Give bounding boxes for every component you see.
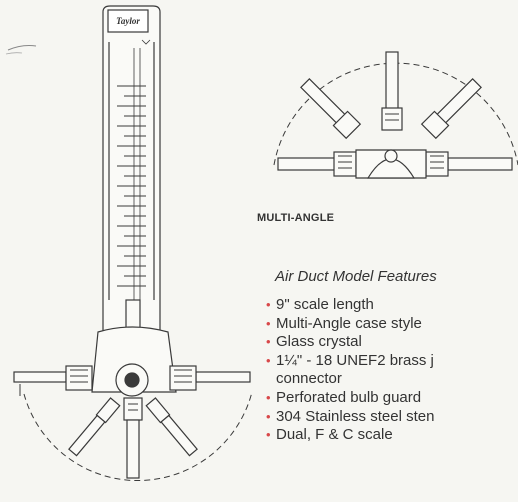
bullet-icon: • — [266, 427, 271, 443]
rotation-arc — [23, 391, 253, 482]
multi-angle-fitting-detail — [277, 51, 513, 179]
feature-item: • Glass crystal — [266, 333, 518, 352]
scale-ticks — [117, 85, 146, 287]
feature-item: • 9" scale length — [266, 296, 518, 315]
feature-text: Glass crystal — [276, 333, 362, 351]
bullet-icon: • — [266, 408, 271, 424]
feature-text: Multi-Angle case style — [276, 314, 422, 332]
bullet-icon: • — [266, 389, 271, 405]
feature-item: • Perforated bulb guard — [266, 389, 518, 408]
feature-text: Dual, F & C scale — [276, 426, 393, 444]
feature-text-continued: connector — [276, 370, 342, 388]
feature-text: 1¼" - 18 UNEF2 brass j — [276, 351, 434, 369]
bullet-icon: • — [266, 334, 271, 350]
feature-item: • 304 Stainless steel sten — [266, 408, 518, 427]
bullet-icon: • — [266, 352, 271, 368]
thermometer — [102, 5, 161, 333]
multi-angle-fitting — [13, 326, 251, 479]
feature-item: • Dual, F & C scale — [266, 426, 518, 445]
bullet-icon: • — [266, 297, 271, 312]
features-title: Air Duct Model Features — [275, 268, 437, 285]
feature-text: Perforated bulb guard — [276, 388, 422, 406]
taylor-logo: Taylor — [116, 16, 140, 26]
multi-angle-caption: MULTI-ANGLE — [257, 212, 335, 224]
feature-text: 9" scale length — [276, 296, 374, 313]
bullet-icon: • — [266, 315, 271, 331]
features-list: • 9" scale length • Multi-Angle case style… — [266, 296, 518, 445]
feature-text: 304 Stainless steel sten — [276, 407, 435, 425]
feature-item: • Multi-Angle case style — [266, 315, 518, 334]
